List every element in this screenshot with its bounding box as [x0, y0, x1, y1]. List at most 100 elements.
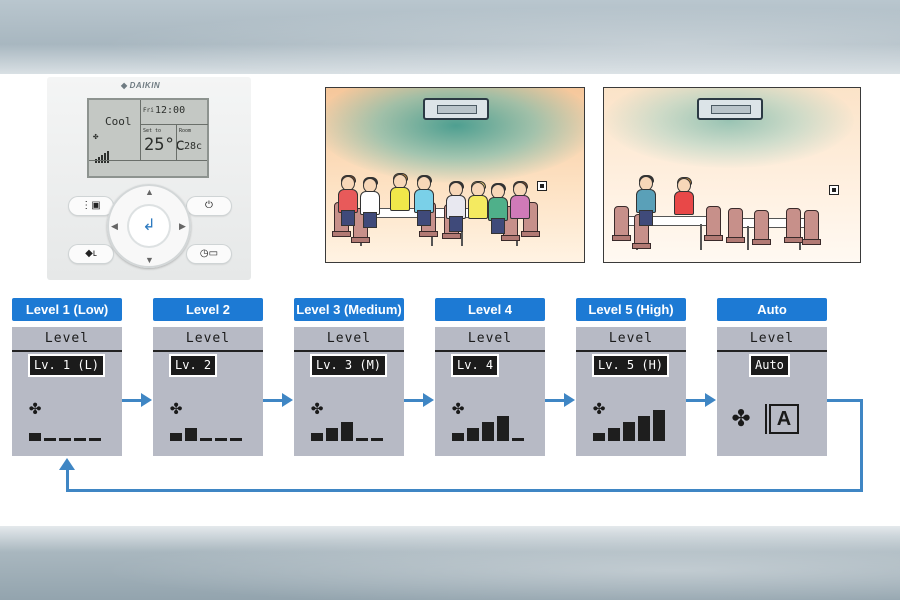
level-value: Lv. 1 (L) — [30, 356, 104, 375]
fan-bar-filled — [29, 433, 41, 441]
fan-bar-empty — [215, 438, 227, 441]
fan-bar-filled — [341, 422, 353, 441]
set-to-label: Set to — [143, 128, 162, 134]
next-arrow — [122, 393, 152, 407]
screen-title: Level — [185, 331, 231, 346]
next-arrow — [686, 393, 716, 407]
room-temperature: 28c — [184, 141, 203, 152]
navigation-pad[interactable]: ▲ ▼ ◀ ▶ ↲ — [107, 184, 191, 268]
ceiling-cassette-unit-icon — [697, 98, 763, 120]
level-1-display: Level Lv. 1 (L) ✤ — [12, 327, 122, 456]
chair — [784, 208, 803, 243]
enter-button[interactable]: ↲ — [129, 206, 169, 246]
fan-bar-filled — [311, 433, 323, 441]
day-text: Fri — [143, 107, 154, 114]
fan-bar-filled — [185, 428, 197, 441]
chair — [612, 206, 631, 241]
fan-bar-filled — [170, 433, 182, 441]
chair — [726, 208, 745, 243]
level-3-label: Level 3 (Medium) — [294, 298, 404, 321]
chair — [752, 210, 771, 245]
level-5-label: Level 5 (High) — [576, 298, 686, 321]
loop-arrow-bottom — [66, 489, 863, 492]
screen-title: Level — [749, 331, 795, 346]
power-icon: ⏻ — [205, 200, 213, 211]
up-arrow-icon[interactable]: ▲ — [145, 187, 154, 197]
footer-band — [0, 526, 900, 600]
loop-arrow-head-icon — [59, 458, 75, 470]
screen-title: Level — [326, 331, 372, 346]
fan-level-bars — [29, 407, 119, 441]
fan-bar-filled — [623, 422, 635, 441]
fan-bar-filled — [638, 416, 650, 441]
auto-display: Level Auto ✤ A — [717, 327, 827, 456]
fan-level-bars — [593, 407, 683, 441]
level-value: Lv. 2 — [171, 356, 216, 375]
time-text: 12:00 — [155, 105, 186, 116]
loop-arrow-right — [860, 399, 863, 492]
timer-icon: ◷▭ — [199, 248, 219, 259]
loop-arrow-left — [66, 468, 69, 492]
fan-mode-icon: ◆ʟ — [85, 248, 97, 259]
sensor-icon — [829, 185, 839, 195]
next-arrow — [545, 393, 575, 407]
down-arrow-icon[interactable]: ▼ — [145, 255, 154, 265]
chair — [704, 206, 723, 241]
level-2-label: Level 2 — [153, 298, 263, 321]
fan-icon: ✤ — [593, 395, 606, 419]
auto-label: Auto — [717, 298, 827, 321]
header-band — [0, 0, 900, 74]
fan-bar-empty — [371, 438, 383, 441]
fan-level-bars — [452, 407, 542, 441]
fan-bar-empty — [59, 438, 71, 441]
level-5-display: Level Lv. 5 (H) ✤ — [576, 327, 686, 456]
auto-a-icon: A — [765, 404, 799, 434]
remote-controller: ◆DAIKIN Cool Fri 12:00 Set to Room 25°c … — [47, 77, 251, 280]
fan-bar-empty — [230, 438, 242, 441]
fan-level-bars — [170, 407, 260, 441]
level-value: Lv. 3 (M) — [312, 356, 386, 375]
fan-bar-filled — [653, 410, 665, 441]
ceiling-cassette-unit-icon — [423, 98, 489, 120]
level-value: Auto — [751, 356, 788, 375]
fan-bar-empty — [200, 438, 212, 441]
fan-level-bars — [311, 407, 401, 441]
fan-bar-filled — [593, 433, 605, 441]
fan-icon: ✤ — [452, 395, 465, 419]
left-arrow-icon[interactable]: ◀ — [111, 221, 118, 231]
fan-bar-empty — [74, 438, 86, 441]
power-button[interactable]: ⏻ — [187, 197, 231, 215]
mode-text: Cool — [105, 115, 132, 128]
right-arrow-icon[interactable]: ▶ — [179, 221, 186, 231]
fan-bar-empty — [44, 438, 56, 441]
fan-icon: ✤ — [170, 395, 183, 419]
next-arrow — [404, 393, 434, 407]
room-label: Room — [179, 128, 192, 134]
fan-bar-empty — [89, 438, 101, 441]
fan-bar-filled — [497, 416, 509, 441]
menu-button[interactable]: ⋮▣ — [69, 197, 113, 215]
set-temperature: 25°c — [144, 135, 185, 155]
room-illustration-partial — [603, 87, 861, 263]
loop-arrow-top — [827, 399, 863, 402]
fan-bar-filled — [482, 422, 494, 441]
next-arrow — [263, 393, 293, 407]
fan-bar-filled — [326, 428, 338, 441]
level-4-label: Level 4 — [435, 298, 545, 321]
level-4-display: Level Lv. 4 ✤ — [435, 327, 545, 456]
fan-bar-empty — [356, 438, 368, 441]
screen-title: Level — [467, 331, 513, 346]
auto-fan-icon: ✤ — [732, 399, 751, 434]
fan-mode-button[interactable]: ◆ʟ — [69, 245, 113, 263]
brand-logo: ◆DAIKIN — [121, 81, 161, 90]
timer-button[interactable]: ◷▭ — [187, 245, 231, 263]
fan-bar-filled — [467, 428, 479, 441]
remote-display: Cool Fri 12:00 Set to Room 25°c 28c ✤ — [87, 98, 209, 178]
level-2-display: Level Lv. 2 ✤ — [153, 327, 263, 456]
screen-title: Level — [608, 331, 654, 346]
level-3-display: Level Lv. 3 (M) ✤ — [294, 327, 404, 456]
fan-icon: ✤ — [93, 132, 99, 142]
level-value: Lv. 5 (H) — [594, 356, 668, 375]
room-illustration-full — [325, 87, 585, 263]
fan-icon: ✤ — [311, 395, 324, 419]
